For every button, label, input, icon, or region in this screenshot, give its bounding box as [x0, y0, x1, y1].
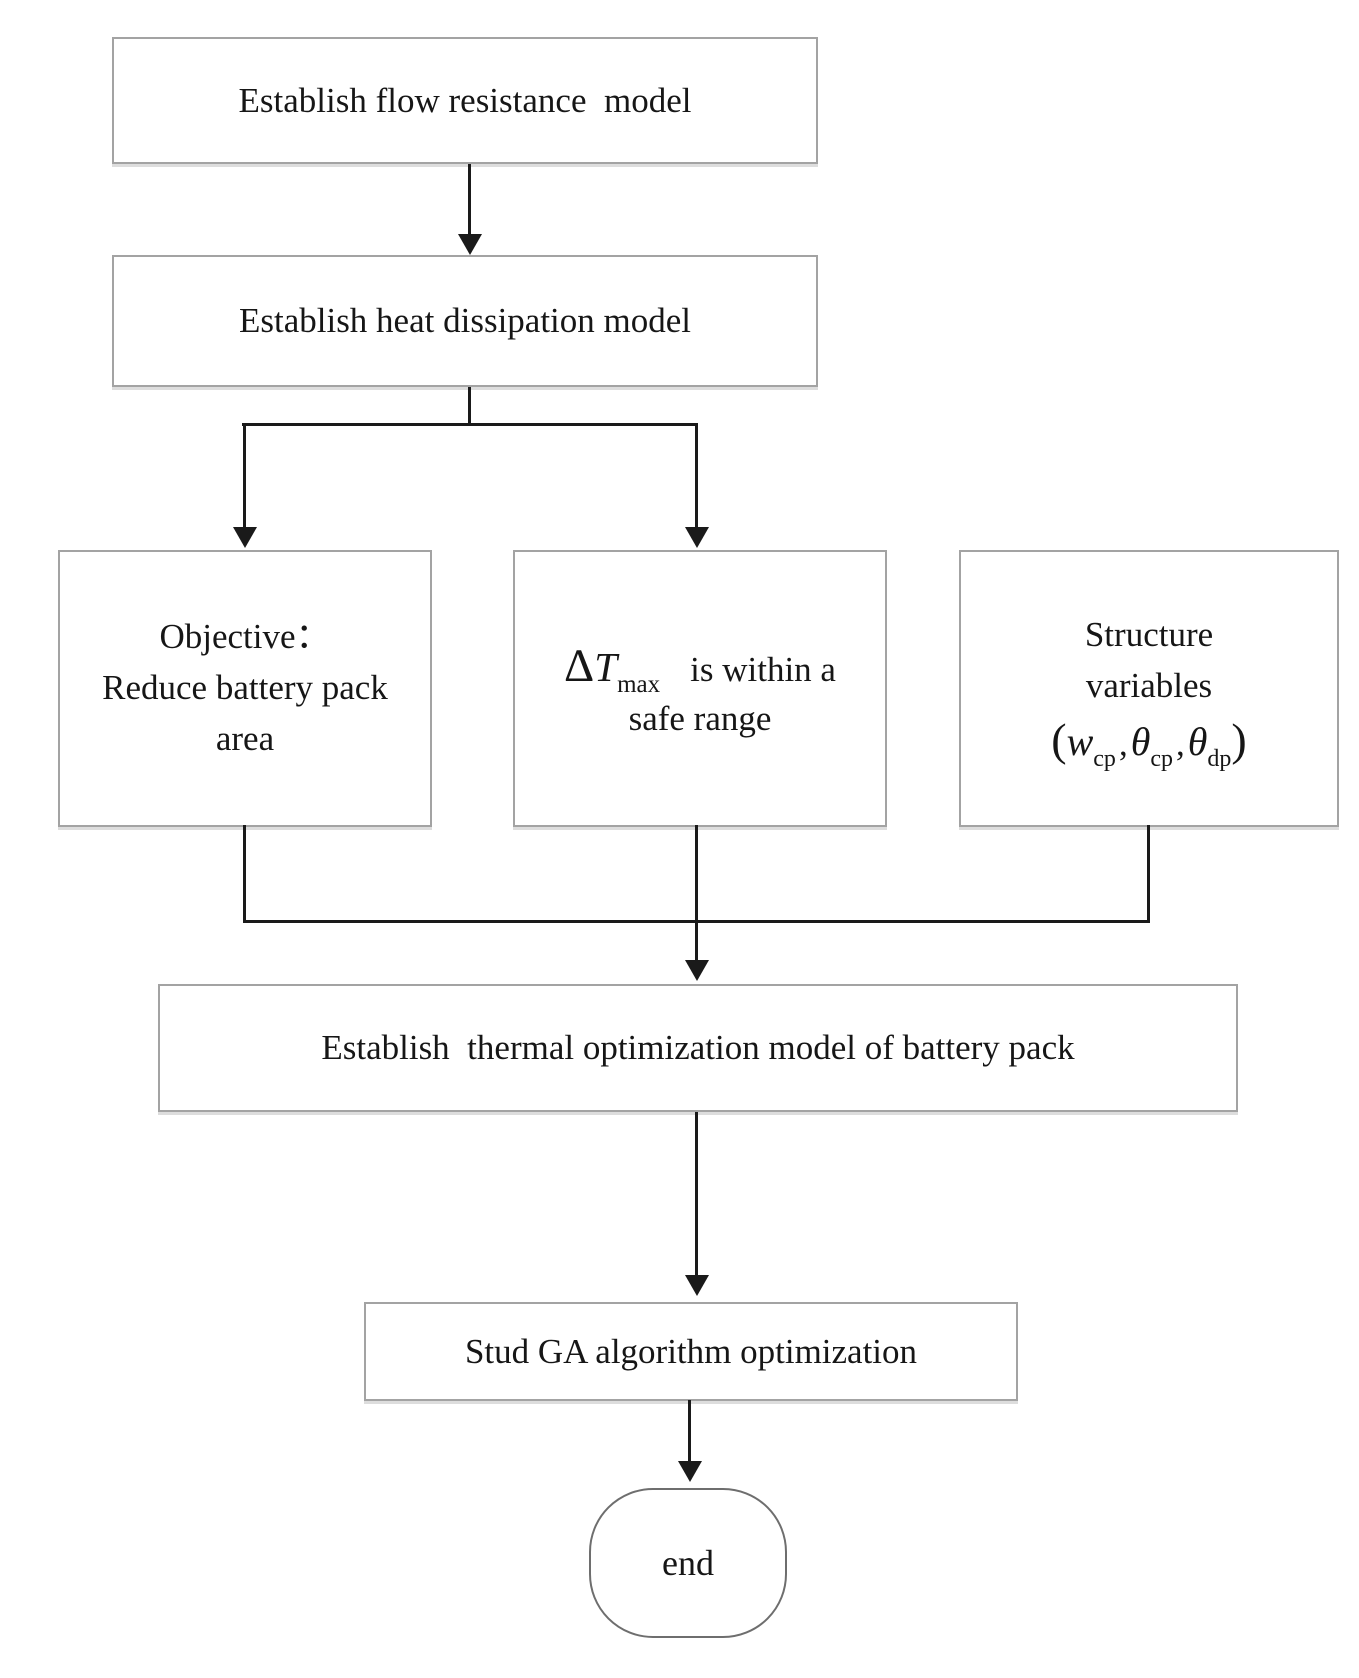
node-objective: Objective： Reduce battery pack area	[58, 550, 432, 827]
node-structure-variables: Structure variables (wcp,θcp,θdp)	[959, 550, 1339, 827]
objective-line-1: Objective：	[159, 617, 331, 657]
max-subscript: max	[617, 671, 661, 699]
temperature-variable: T	[594, 644, 618, 691]
var-w: w	[1066, 718, 1094, 764]
objective-line-2: Reduce battery pack	[102, 668, 388, 708]
node-end-label: end	[662, 1543, 714, 1583]
node-stud-ga-label: Stud GA algorithm optimization	[464, 1331, 918, 1371]
node-structure-text: Structure variables (wcp,θcp,θdp)	[1051, 610, 1247, 772]
node-flow-resistance-model: Establish flow resistance model	[112, 37, 818, 164]
node-objective-text: Objective： Reduce battery pack area	[102, 612, 388, 764]
paren-close: )	[1231, 713, 1247, 765]
var-theta-2: θ	[1187, 718, 1208, 764]
edge-thermal-to-studga-arrowhead	[685, 1275, 709, 1296]
merge-drop-left-line	[243, 825, 246, 922]
var-theta-1-subscript: cp	[1150, 745, 1173, 772]
objective-line-3: area	[215, 718, 275, 758]
node-heat-dissipation-label: Establish heat dissipation model	[238, 301, 692, 341]
structure-variables-tuple: (wcp,θcp,θdp)	[1051, 712, 1247, 772]
structure-line-1: Structure	[1084, 615, 1214, 655]
edge-branch-to-objective-arrowhead	[233, 527, 257, 548]
node-stud-ga-optimization: Stud GA algorithm optimization	[364, 1302, 1018, 1401]
tuple-comma-1: ,	[1118, 723, 1128, 763]
edge-thermal-to-studga-line	[695, 1112, 698, 1276]
var-w-subscript: cp	[1093, 745, 1116, 772]
delta-t-text-2: safe range	[628, 698, 772, 738]
edge-merge-to-thermal-line	[695, 920, 698, 961]
edge-flow-to-heat-arrowhead	[458, 234, 482, 255]
node-flow-resistance-label: Establish flow resistance model	[238, 80, 692, 120]
node-thermal-optimization-model: Establish thermal optimization model of …	[158, 984, 1238, 1112]
edge-branch-to-deltat-line	[695, 423, 698, 528]
edge-branch-to-objective-line	[243, 423, 246, 528]
delta-symbol: Δ	[564, 640, 595, 693]
merge-drop-middle-line	[695, 825, 698, 922]
var-theta-1: θ	[1130, 718, 1151, 764]
node-delta-t-safe-range: ΔTmax is within a safe range	[513, 550, 887, 827]
edge-branch-to-deltat-arrowhead	[685, 527, 709, 548]
delta-t-text-1: is within a	[690, 650, 836, 690]
edge-studga-to-end-line	[688, 1400, 691, 1462]
edge-merge-to-thermal-arrowhead	[685, 960, 709, 981]
structure-line-2: variables	[1085, 665, 1213, 705]
node-delta-t-text: ΔTmax is within a safe range	[564, 638, 836, 738]
merge-drop-right-line	[1147, 825, 1150, 922]
paren-open: (	[1051, 713, 1067, 765]
branch-bar	[242, 423, 698, 426]
edge-flow-to-heat-line	[468, 164, 471, 235]
node-end-terminator: end	[589, 1488, 787, 1638]
node-thermal-optimization-label: Establish thermal optimization model of …	[321, 1028, 1075, 1068]
node-heat-dissipation-model: Establish heat dissipation model	[112, 255, 818, 387]
var-theta-2-subscript: dp	[1207, 745, 1232, 772]
branch-stub-line	[468, 387, 471, 426]
tuple-comma-2: ,	[1176, 723, 1185, 763]
delta-t-line-1: ΔTmax is within a	[564, 638, 836, 698]
edge-studga-to-end-arrowhead	[678, 1461, 702, 1482]
